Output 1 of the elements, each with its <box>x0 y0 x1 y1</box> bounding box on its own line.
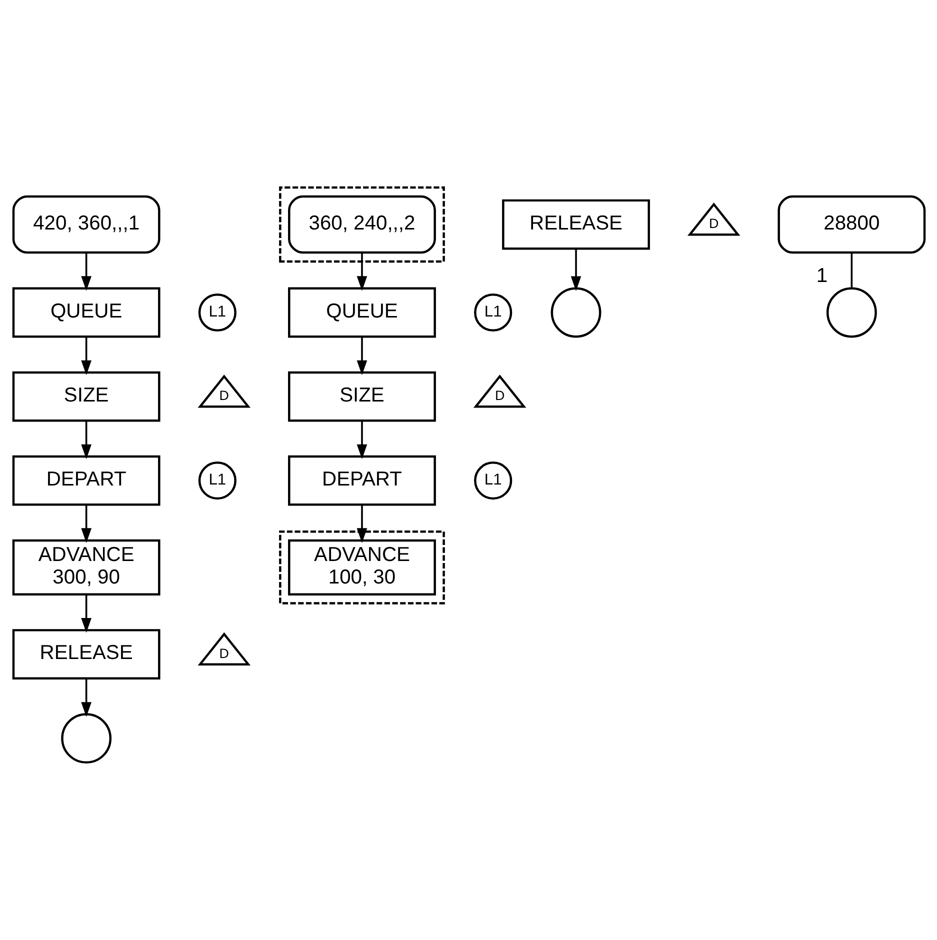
node-label: 1 <box>816 264 828 287</box>
